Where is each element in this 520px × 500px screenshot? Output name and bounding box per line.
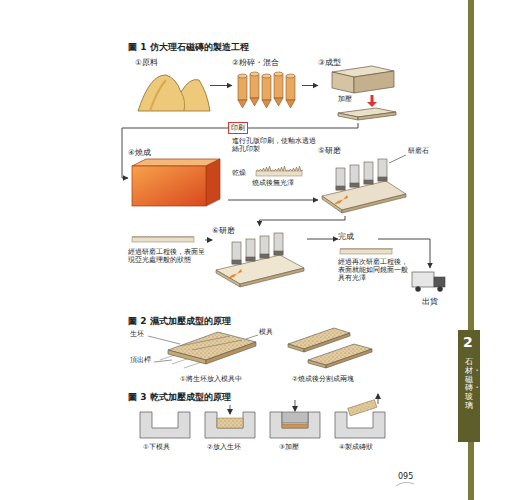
annotation: ①將生坯放入模具中 (180, 376, 242, 384)
step-label: ④燒成 (128, 148, 151, 157)
annotation: 乾燥 (232, 170, 246, 178)
annotation: 燒成後無光澤 (252, 180, 294, 188)
annotation: 經過研磨工程後，表面呈現亞光處理般的狀態 (128, 248, 208, 264)
mixed-material-cylinders (238, 72, 295, 108)
annotation: ④製成磚狀 (339, 444, 373, 452)
figure-title: 圖 3 乾式加壓成型的原理 (128, 392, 231, 403)
flow-arrow (307, 239, 338, 240)
dry-press-molds (140, 412, 385, 438)
step-label: ②粉碎・混合 (232, 58, 279, 67)
annotation: ②放入生坯 (207, 444, 241, 452)
chapter-tab (458, 330, 480, 442)
leader-lines (148, 335, 258, 362)
annotation: 研磨石 (408, 148, 429, 156)
process-step: ②粉碎・混合 (232, 58, 302, 113)
shipping-step: 出貨 (410, 268, 450, 306)
figure-title: 2 (463, 334, 473, 351)
annotation: 模具 (259, 329, 273, 337)
process-step: 完成 (338, 232, 378, 246)
grinding-machine (216, 233, 304, 287)
figure-title: 圖 2 濕式加壓成型的原理 (128, 316, 231, 327)
surface-texture (340, 248, 393, 250)
feed-arrow (333, 195, 348, 205)
step-label: ⑥研磨 (212, 226, 235, 235)
raw-material-mounds (138, 75, 210, 111)
process-step: ①原料 (135, 58, 210, 113)
raw-body (217, 418, 243, 428)
annotation: 頂出桿 (130, 357, 151, 365)
flow-arrow (228, 200, 318, 201)
annotation: ②燒成後分割成兩塊 (292, 376, 354, 384)
step-label: ⑤研磨 (318, 146, 341, 155)
press-arrow-head (367, 102, 377, 107)
grinding-machine (322, 159, 406, 213)
surface-texture (256, 171, 302, 176)
press-arrow (295, 400, 296, 411)
process-step: ⑥研磨 (212, 226, 307, 290)
step-label: 出貨 (422, 297, 438, 306)
page-ornament (396, 482, 414, 486)
surface-texture (340, 249, 392, 254)
feed-arrow (227, 269, 242, 279)
flow-arrow (210, 85, 232, 86)
chapter-title: 石材・磁磚・玻璃 (465, 358, 473, 411)
flow-arrow (205, 240, 212, 241)
figure-title: 圖 1 仿大理石磁磚的製造工程 (128, 42, 249, 53)
annotation: 經過再次研磨工程後，表面就能如同鏡面一般具有光澤 (338, 258, 408, 282)
finished-brick (348, 400, 377, 416)
process-step: ⑤研磨 (318, 146, 408, 216)
surface-texture (132, 237, 194, 242)
split-tiles (288, 328, 372, 368)
step-label: ③成型 (318, 58, 341, 67)
annotation: ①下模具 (143, 444, 170, 452)
fill-arrow (230, 405, 231, 414)
step-label: 完成 (338, 232, 354, 241)
pressed-body (282, 424, 308, 428)
flow-arrow (302, 85, 318, 86)
print-label: 印刷 (231, 123, 245, 133)
process-step: ③成型 (318, 58, 398, 123)
truck (412, 272, 445, 292)
annotation: 加壓 (338, 96, 352, 104)
upper-punch (282, 412, 308, 423)
annotation: 生坯 (130, 331, 144, 339)
annotation: 進行孔版印刷，使釉水透過絲孔印製 (232, 137, 316, 153)
surface-texture (132, 166, 393, 254)
flow-arrow (122, 128, 228, 178)
leader-line (389, 155, 406, 163)
step-label: ①原料 (135, 58, 158, 67)
flow-arrow (260, 216, 346, 226)
annotation: 095 (398, 472, 413, 482)
surface-texture (132, 236, 194, 238)
surface-texture (256, 166, 303, 171)
annotation: ③加壓 (279, 444, 299, 452)
wet-press-mold (160, 332, 256, 368)
print-box: 印刷 (228, 122, 248, 134)
pressed-tile (338, 108, 396, 120)
kiln (132, 159, 220, 206)
process-step: ④燒成 (128, 148, 228, 208)
eject-arrow (378, 394, 379, 404)
flow-arrow (248, 123, 358, 128)
press-arrow (371, 95, 374, 103)
forming-block (332, 66, 394, 93)
